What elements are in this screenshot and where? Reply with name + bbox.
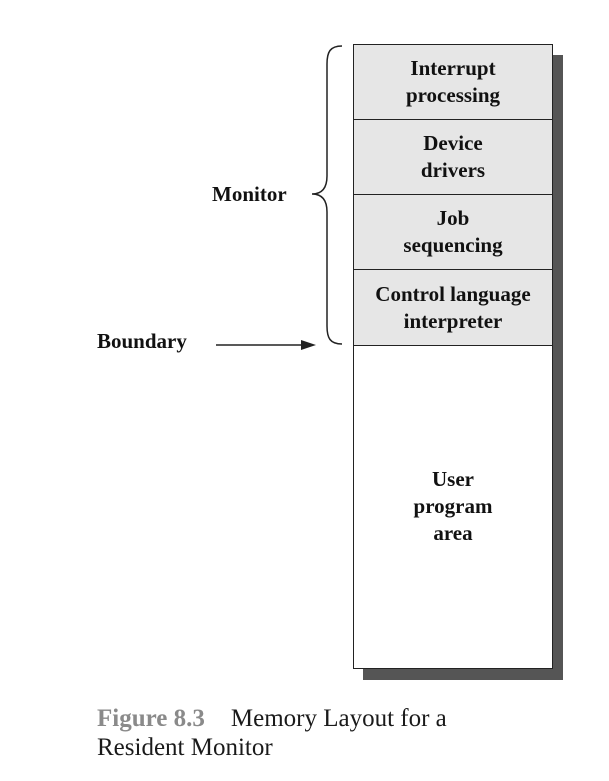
segment-user-program-area: User program area [354, 346, 552, 667]
caption-line-1: Figure 8.3 Memory Layout for a [97, 704, 447, 733]
segment-job-sequencing: Job sequencing [354, 195, 552, 270]
segment-interrupt-processing: Interrupt processing [354, 45, 552, 120]
boundary-label: Boundary [97, 329, 187, 353]
figure-number: Figure 8.3 [97, 705, 205, 732]
segment-device-drivers: Device drivers [354, 120, 552, 195]
monitor-brace [311, 45, 343, 345]
figure-caption: Figure 8.3 Memory Layout for a Resident M… [97, 704, 447, 762]
caption-title-line-1: Memory Layout for a [230, 705, 447, 732]
boundary-arrow-head [301, 340, 316, 350]
monitor-label: Monitor [212, 182, 287, 206]
caption-title-line-2: Resident Monitor [97, 734, 273, 761]
memory-block: Interrupt processing Device drivers Job … [353, 44, 553, 669]
segment-control-language-interpreter: Control language interpreter [354, 270, 552, 346]
